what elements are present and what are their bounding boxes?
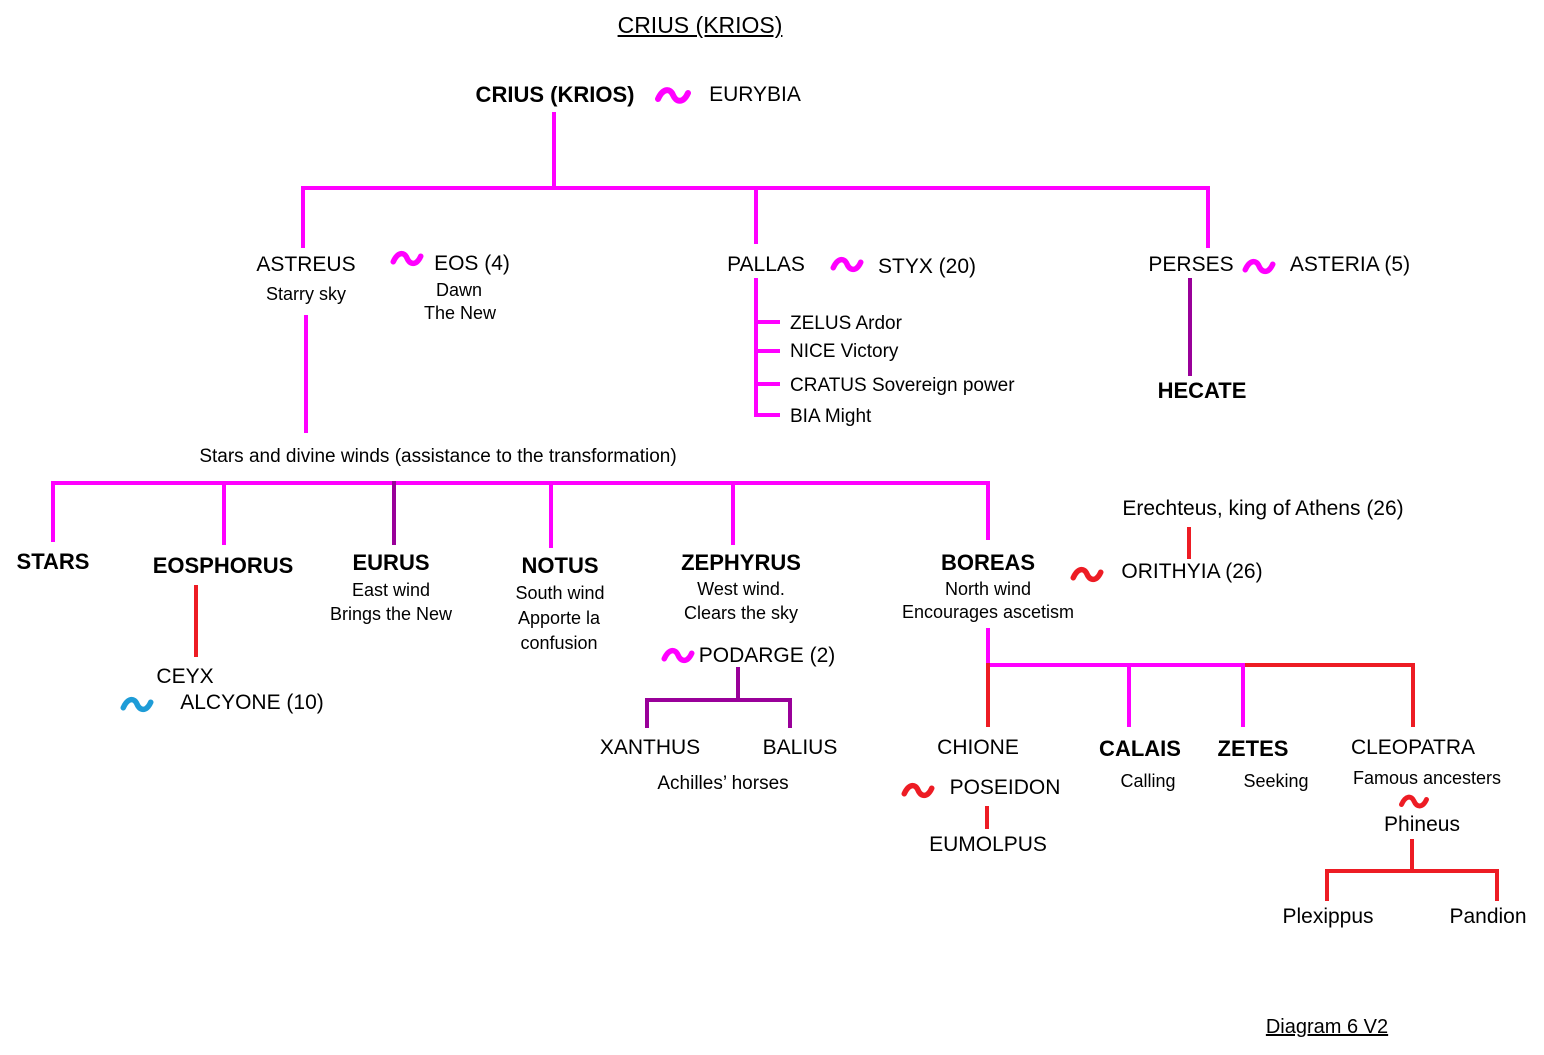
- union-tilde-icon: [830, 254, 864, 276]
- union-tilde-icon: [1242, 256, 1276, 278]
- connector-line: [754, 413, 780, 417]
- node-notus-note3: confusion: [520, 633, 598, 653]
- connector-line: [985, 806, 989, 829]
- node-nice: NICE Victory: [790, 341, 899, 362]
- union-tilde-icon: [390, 248, 424, 270]
- connector-line: [1325, 869, 1499, 873]
- connector-line: [754, 320, 780, 324]
- node-calais: CALAIS: [1099, 736, 1181, 761]
- node-cleopatra-note: Famous ancesters: [1352, 768, 1502, 788]
- connector-line: [754, 278, 758, 417]
- node-crius: CRIUS (KRIOS): [475, 82, 635, 107]
- diagram-title: CRIUS (KRIOS): [617, 12, 783, 38]
- connector-line: [51, 481, 55, 542]
- node-eurus-note1: East wind: [351, 580, 431, 600]
- node-boreas-note2: Encourages ascetism: [901, 602, 1075, 622]
- achilles-horses-note: Achilles’ horses: [657, 773, 789, 794]
- union-tilde-icon: [1070, 564, 1104, 586]
- node-notus: NOTUS: [521, 553, 599, 578]
- winds-group-label: Stars and divine winds (assistance to th…: [199, 446, 677, 467]
- connector-line: [754, 382, 780, 386]
- node-pallas: PALLAS: [727, 253, 805, 276]
- node-astreus-note: Starry sky: [265, 284, 347, 304]
- node-eumolpus: EUMOLPUS: [929, 833, 1047, 856]
- node-pandion: Pandion: [1449, 905, 1527, 928]
- connector-line: [736, 667, 740, 701]
- node-notus-note2: Apporte la: [517, 608, 601, 628]
- node-zephyrus-note2: Clears the sky: [683, 603, 799, 623]
- union-tilde-icon: [655, 84, 691, 108]
- node-cleopatra: CLEOPATRA: [1350, 736, 1476, 759]
- connector-line: [549, 481, 553, 548]
- node-zephyrus: ZEPHYRUS: [681, 550, 801, 575]
- node-eos-note2: The New: [423, 303, 497, 323]
- union-tilde-icon: [1398, 792, 1430, 812]
- node-plexippus: Plexippus: [1282, 905, 1374, 928]
- connector-line: [552, 112, 556, 188]
- node-poseidon: POSEIDON: [949, 776, 1061, 799]
- connector-line: [1325, 869, 1329, 901]
- node-ceyx: CEYX: [156, 665, 214, 688]
- connector-line: [754, 349, 780, 353]
- node-erechteus: Erechteus, king of Athens (26): [1122, 497, 1404, 520]
- union-tilde-icon: [120, 694, 154, 716]
- connector-line: [754, 186, 758, 244]
- union-tilde-icon: [901, 780, 935, 802]
- node-balius: BALIUS: [762, 736, 838, 759]
- node-boreas: BOREAS: [940, 550, 1036, 575]
- connector-line: [392, 481, 396, 545]
- connector-line: [645, 698, 792, 702]
- node-cratus: CRATUS Sovereign power: [790, 375, 1015, 396]
- node-eurus-note2: Brings the New: [329, 604, 453, 624]
- connector-line: [986, 663, 990, 727]
- connector-line: [51, 481, 990, 485]
- node-notus-note1: South wind: [515, 583, 605, 603]
- node-orithyia: ORITHYIA (26): [1121, 560, 1263, 583]
- connector-line: [986, 663, 1243, 667]
- node-hecate: HECATE: [1157, 378, 1247, 403]
- node-perses: PERSES: [1148, 253, 1234, 276]
- node-zelus: ZELUS Ardor: [790, 313, 902, 334]
- connector-line: [1187, 527, 1191, 559]
- node-styx: STYX (20): [877, 255, 977, 278]
- node-zetes-note: Seeking: [1243, 771, 1309, 791]
- connector-line: [1188, 278, 1192, 376]
- connector-line: [301, 186, 305, 248]
- connector-line: [645, 698, 649, 728]
- node-calais-note: Calling: [1120, 771, 1176, 791]
- node-eurus: EURUS: [352, 550, 430, 575]
- connector-line: [304, 315, 308, 433]
- union-tilde-icon: [661, 645, 695, 667]
- connector-line: [1410, 839, 1414, 873]
- node-bia: BIA Might: [790, 406, 872, 427]
- connector-line: [1241, 663, 1245, 727]
- node-alcyone: ALCYONE (10): [180, 691, 324, 714]
- diagram-footer-label: Diagram 6 V2: [1265, 1016, 1389, 1038]
- node-eurybia: EURYBIA: [709, 83, 801, 106]
- node-phineus: Phineus: [1384, 813, 1460, 836]
- node-boreas-note1: North wind: [944, 579, 1032, 599]
- node-zephyrus-note1: West wind.: [697, 579, 785, 599]
- node-eos-note1: Dawn: [435, 280, 483, 300]
- connector-line: [1127, 663, 1131, 727]
- connector-line: [194, 585, 198, 657]
- node-stars: STARS: [16, 549, 90, 574]
- connector-line: [731, 481, 735, 545]
- connector-line: [1243, 663, 1415, 667]
- connector-line: [788, 698, 792, 728]
- node-eos: EOS (4): [434, 252, 510, 275]
- connector-line: [986, 628, 990, 667]
- node-xanthus: XANTHUS: [599, 736, 701, 759]
- connector-line: [1206, 186, 1210, 248]
- connector-line: [222, 481, 226, 545]
- node-eosphorus: EOSPHORUS: [152, 553, 294, 578]
- node-zetes: ZETES: [1217, 736, 1289, 761]
- connector-line: [986, 481, 990, 540]
- connector-line: [1411, 663, 1415, 727]
- node-chione: CHIONE: [937, 736, 1019, 759]
- connector-line: [1495, 869, 1499, 901]
- node-asteria: ASTERIA (5): [1289, 253, 1411, 276]
- node-podarge: PODARGE (2): [698, 644, 836, 667]
- node-astreus: ASTREUS: [256, 253, 356, 276]
